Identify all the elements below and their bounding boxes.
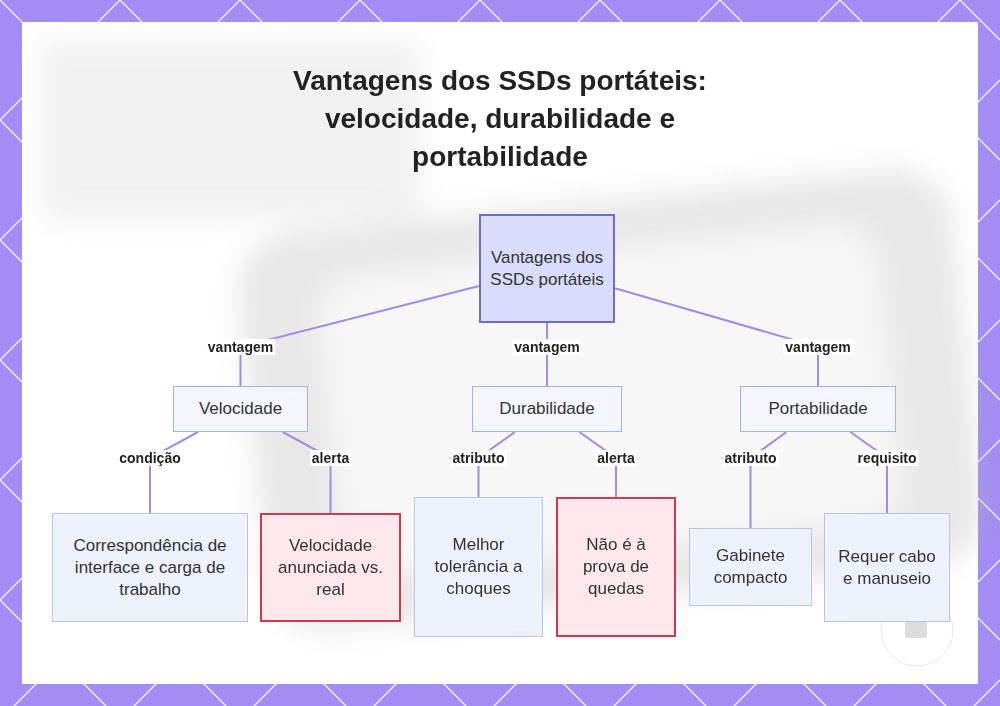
connector-line xyxy=(850,432,887,513)
edge-label: atributo xyxy=(722,450,778,466)
category-box: Durabilidade xyxy=(472,386,622,432)
edge-label: condição xyxy=(117,450,182,466)
node-text: Durabilidade xyxy=(499,398,594,420)
category-box: Velocidade xyxy=(173,386,308,432)
node-text: Velocidade xyxy=(199,398,282,420)
connector-line xyxy=(241,286,480,386)
blurred-ssd-illustration xyxy=(40,40,989,637)
node-text: Portabilidade xyxy=(768,398,867,420)
node-text: Gabinete compacto xyxy=(698,545,803,589)
page-panel xyxy=(22,22,978,684)
edge-label: vantagem xyxy=(206,339,275,355)
node-text: Correspondência de interface e carga de … xyxy=(61,535,239,601)
node-text: Melhor tolerância a choques xyxy=(423,534,534,600)
alert-box: Não é à prova de quedas xyxy=(556,497,676,637)
node-text: Vantagens dos SSDs portáteis xyxy=(489,247,605,291)
edge-label: atributo xyxy=(450,450,506,466)
edge-label: alerta xyxy=(595,450,636,466)
edge-label: vantagem xyxy=(512,339,581,355)
badge-icon xyxy=(905,620,927,638)
connector-line xyxy=(751,432,787,528)
detail-box: Melhor tolerância a choques xyxy=(414,497,543,637)
node-text: Não é à prova de quedas xyxy=(566,534,666,600)
edge-label: alerta xyxy=(310,450,351,466)
root-box: Vantagens dos SSDs portáteis xyxy=(479,214,615,323)
edge-label: requisito xyxy=(855,450,918,466)
connector-line xyxy=(283,432,331,513)
detail-box: Requer cabo e manuseio xyxy=(824,513,950,622)
connector-line xyxy=(615,288,818,386)
node-text: Requer cabo e manuseio xyxy=(833,546,941,590)
category-box: Portabilidade xyxy=(740,386,896,432)
node-text: Velocidade anunciada vs. real xyxy=(270,535,391,601)
edge-label: vantagem xyxy=(783,339,852,355)
connector-line xyxy=(150,432,198,513)
alert-box: Velocidade anunciada vs. real xyxy=(260,513,401,622)
diagram-title: Vantagens dos SSDs portáteis: velocidade… xyxy=(255,62,745,176)
detail-box: Gabinete compacto xyxy=(689,528,812,606)
detail-box: Correspondência de interface e carga de … xyxy=(52,513,248,622)
